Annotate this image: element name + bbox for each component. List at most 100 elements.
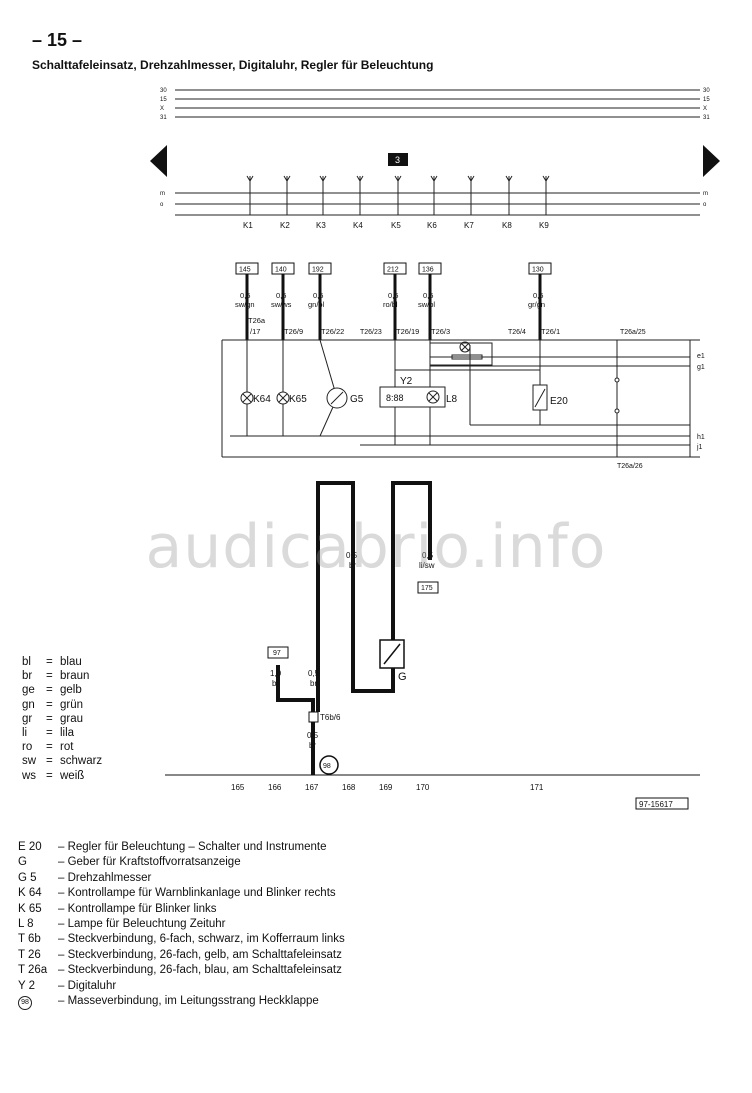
down-wire-color: br	[309, 741, 316, 750]
rail-label-15-right: 15	[703, 97, 710, 103]
equals-sign: =	[46, 698, 53, 711]
wire-ref: 145	[239, 267, 251, 274]
component-row: T 26a– Steckverbindung, 26-fach, blau, a…	[18, 963, 345, 978]
component-desc: – Drehzahlmesser	[58, 871, 152, 884]
rail-label-30-left: 30	[160, 88, 167, 94]
ref-box-175	[417, 581, 439, 594]
k-terminal-label: K3	[316, 221, 326, 230]
wire-ref: 212	[387, 267, 399, 274]
watermark: audicabrio.info	[145, 512, 607, 582]
instrument-panel	[221, 339, 700, 458]
component-desc: – Digitaluhr	[58, 979, 117, 992]
component-code: G	[18, 856, 27, 869]
wire-size: 0,5	[533, 291, 543, 300]
connector-t26a-25: T26a/25	[620, 329, 646, 336]
k-terminal-tick	[394, 175, 402, 182]
color-legend-row: br=braun	[22, 669, 102, 683]
color-legend-row: gn=grün	[22, 698, 102, 712]
wire-ref: 140	[275, 267, 287, 274]
lower-wire-1-color: br	[349, 561, 356, 570]
wire-connector: T26/9	[284, 327, 303, 336]
fuse-marker-box	[388, 153, 408, 166]
component-desc: – Steckverbindung, 26-fach, gelb, am Sch…	[58, 948, 342, 961]
wire-size: 0,5	[240, 291, 250, 300]
diagram-id: 97-15617	[639, 800, 673, 809]
top-wire-group: 1450,5sw/gnT26a/171400,5sw/wsT26/91920,5…	[235, 262, 560, 340]
wire-connector: T26/19	[396, 327, 419, 336]
component-row: T 26– Steckverbindung, 26-fach, gelb, am…	[18, 948, 345, 963]
wire-connector: T26/1	[541, 327, 560, 336]
equals-sign: =	[46, 656, 53, 668]
component-code: K 65	[18, 902, 42, 915]
color-legend-row: ro=rot	[22, 740, 102, 754]
color-name: lila	[60, 727, 75, 740]
color-code: bl	[22, 656, 31, 668]
color-code: gr	[22, 712, 33, 725]
component-code: 98	[18, 994, 58, 1011]
wire-ref: 192	[312, 267, 324, 274]
connector-t26-4: T26/4	[508, 329, 526, 336]
component-code: Y 2	[18, 979, 36, 992]
page-number: – 15 –	[32, 30, 83, 50]
component-desc: – Geber für Kraftstoffvorratsanzeige	[58, 856, 241, 869]
k-terminal-tick	[356, 175, 364, 182]
diagram-id-box	[635, 797, 689, 810]
junction-wire-size: 0,5	[308, 669, 320, 678]
equals-sign: =	[46, 712, 53, 725]
color-name: schwarz	[60, 755, 103, 768]
component-code: L 8	[18, 918, 34, 931]
component-code: G 5	[18, 871, 37, 884]
ref-175: 175	[421, 585, 433, 592]
component-label-k65: K65	[289, 394, 307, 405]
equals-sign: =	[46, 727, 53, 740]
color-name: weiß	[60, 769, 85, 782]
rail-label-m-left: m	[160, 191, 165, 197]
wire-color: gn/bl	[308, 300, 325, 309]
color-code: ws	[22, 769, 37, 782]
fuel-sender	[379, 639, 405, 669]
track-number: 166	[268, 783, 282, 792]
rail-label-31-right: 31	[703, 115, 710, 121]
fuel-sender-label: G	[398, 671, 407, 683]
ground-point-label: 98	[323, 763, 331, 770]
color-code: li	[22, 727, 28, 740]
feed-wire-color: br	[272, 679, 279, 688]
lower-wire-2-color: li/sw	[419, 561, 435, 570]
rail-label-15-left: 15	[160, 97, 167, 103]
wire-size: 0,5	[423, 291, 433, 300]
ground-symbol-icon: 98	[18, 996, 32, 1011]
color-name: grau	[60, 712, 84, 725]
color-code: ge	[22, 684, 35, 697]
color-name: grün	[60, 698, 84, 711]
component-row: K 64– Kontrollampe für Warnblinkanlage u…	[18, 886, 345, 901]
component-row: Y 2 – Digitaluhr	[18, 979, 345, 994]
color-legend-row: li = lila	[22, 726, 102, 740]
k-terminal-tick	[542, 175, 550, 182]
k-terminal-label: K6	[427, 221, 437, 230]
track-number: 169	[379, 783, 393, 792]
k-terminal-tick	[319, 175, 327, 182]
rail-label-31-left: 31	[160, 115, 167, 121]
equals-sign: =	[46, 741, 53, 754]
track-number: 170	[416, 783, 430, 792]
component-label-g5: G5	[350, 394, 364, 405]
wire-color: gr/gn	[528, 300, 545, 309]
track-number: 165	[231, 783, 245, 792]
component-row: T 6b– Steckverbindung, 6-fach, schwarz, …	[18, 932, 345, 947]
wire-connector: T26a	[248, 316, 266, 325]
component-desc: – Lampe für Beleuchtung Zeituhr	[58, 918, 226, 931]
equals-sign: =	[46, 769, 53, 782]
color-legend-row: gr = grau	[22, 712, 102, 726]
side-label-j1: j1	[696, 444, 703, 451]
wire-color: sw/gn	[235, 300, 255, 309]
color-code: br	[22, 670, 33, 683]
wire-color: sw/ws	[271, 300, 292, 309]
track-number: 171	[530, 783, 544, 792]
component-label-k64: K64	[253, 394, 271, 405]
arrow-right-icon	[703, 145, 720, 177]
component-desc: – Kontrollampe für Blinker links	[58, 902, 217, 915]
top-rails	[175, 89, 700, 118]
rail-label-x-left: X	[160, 106, 164, 112]
ref-box-97	[267, 646, 289, 659]
